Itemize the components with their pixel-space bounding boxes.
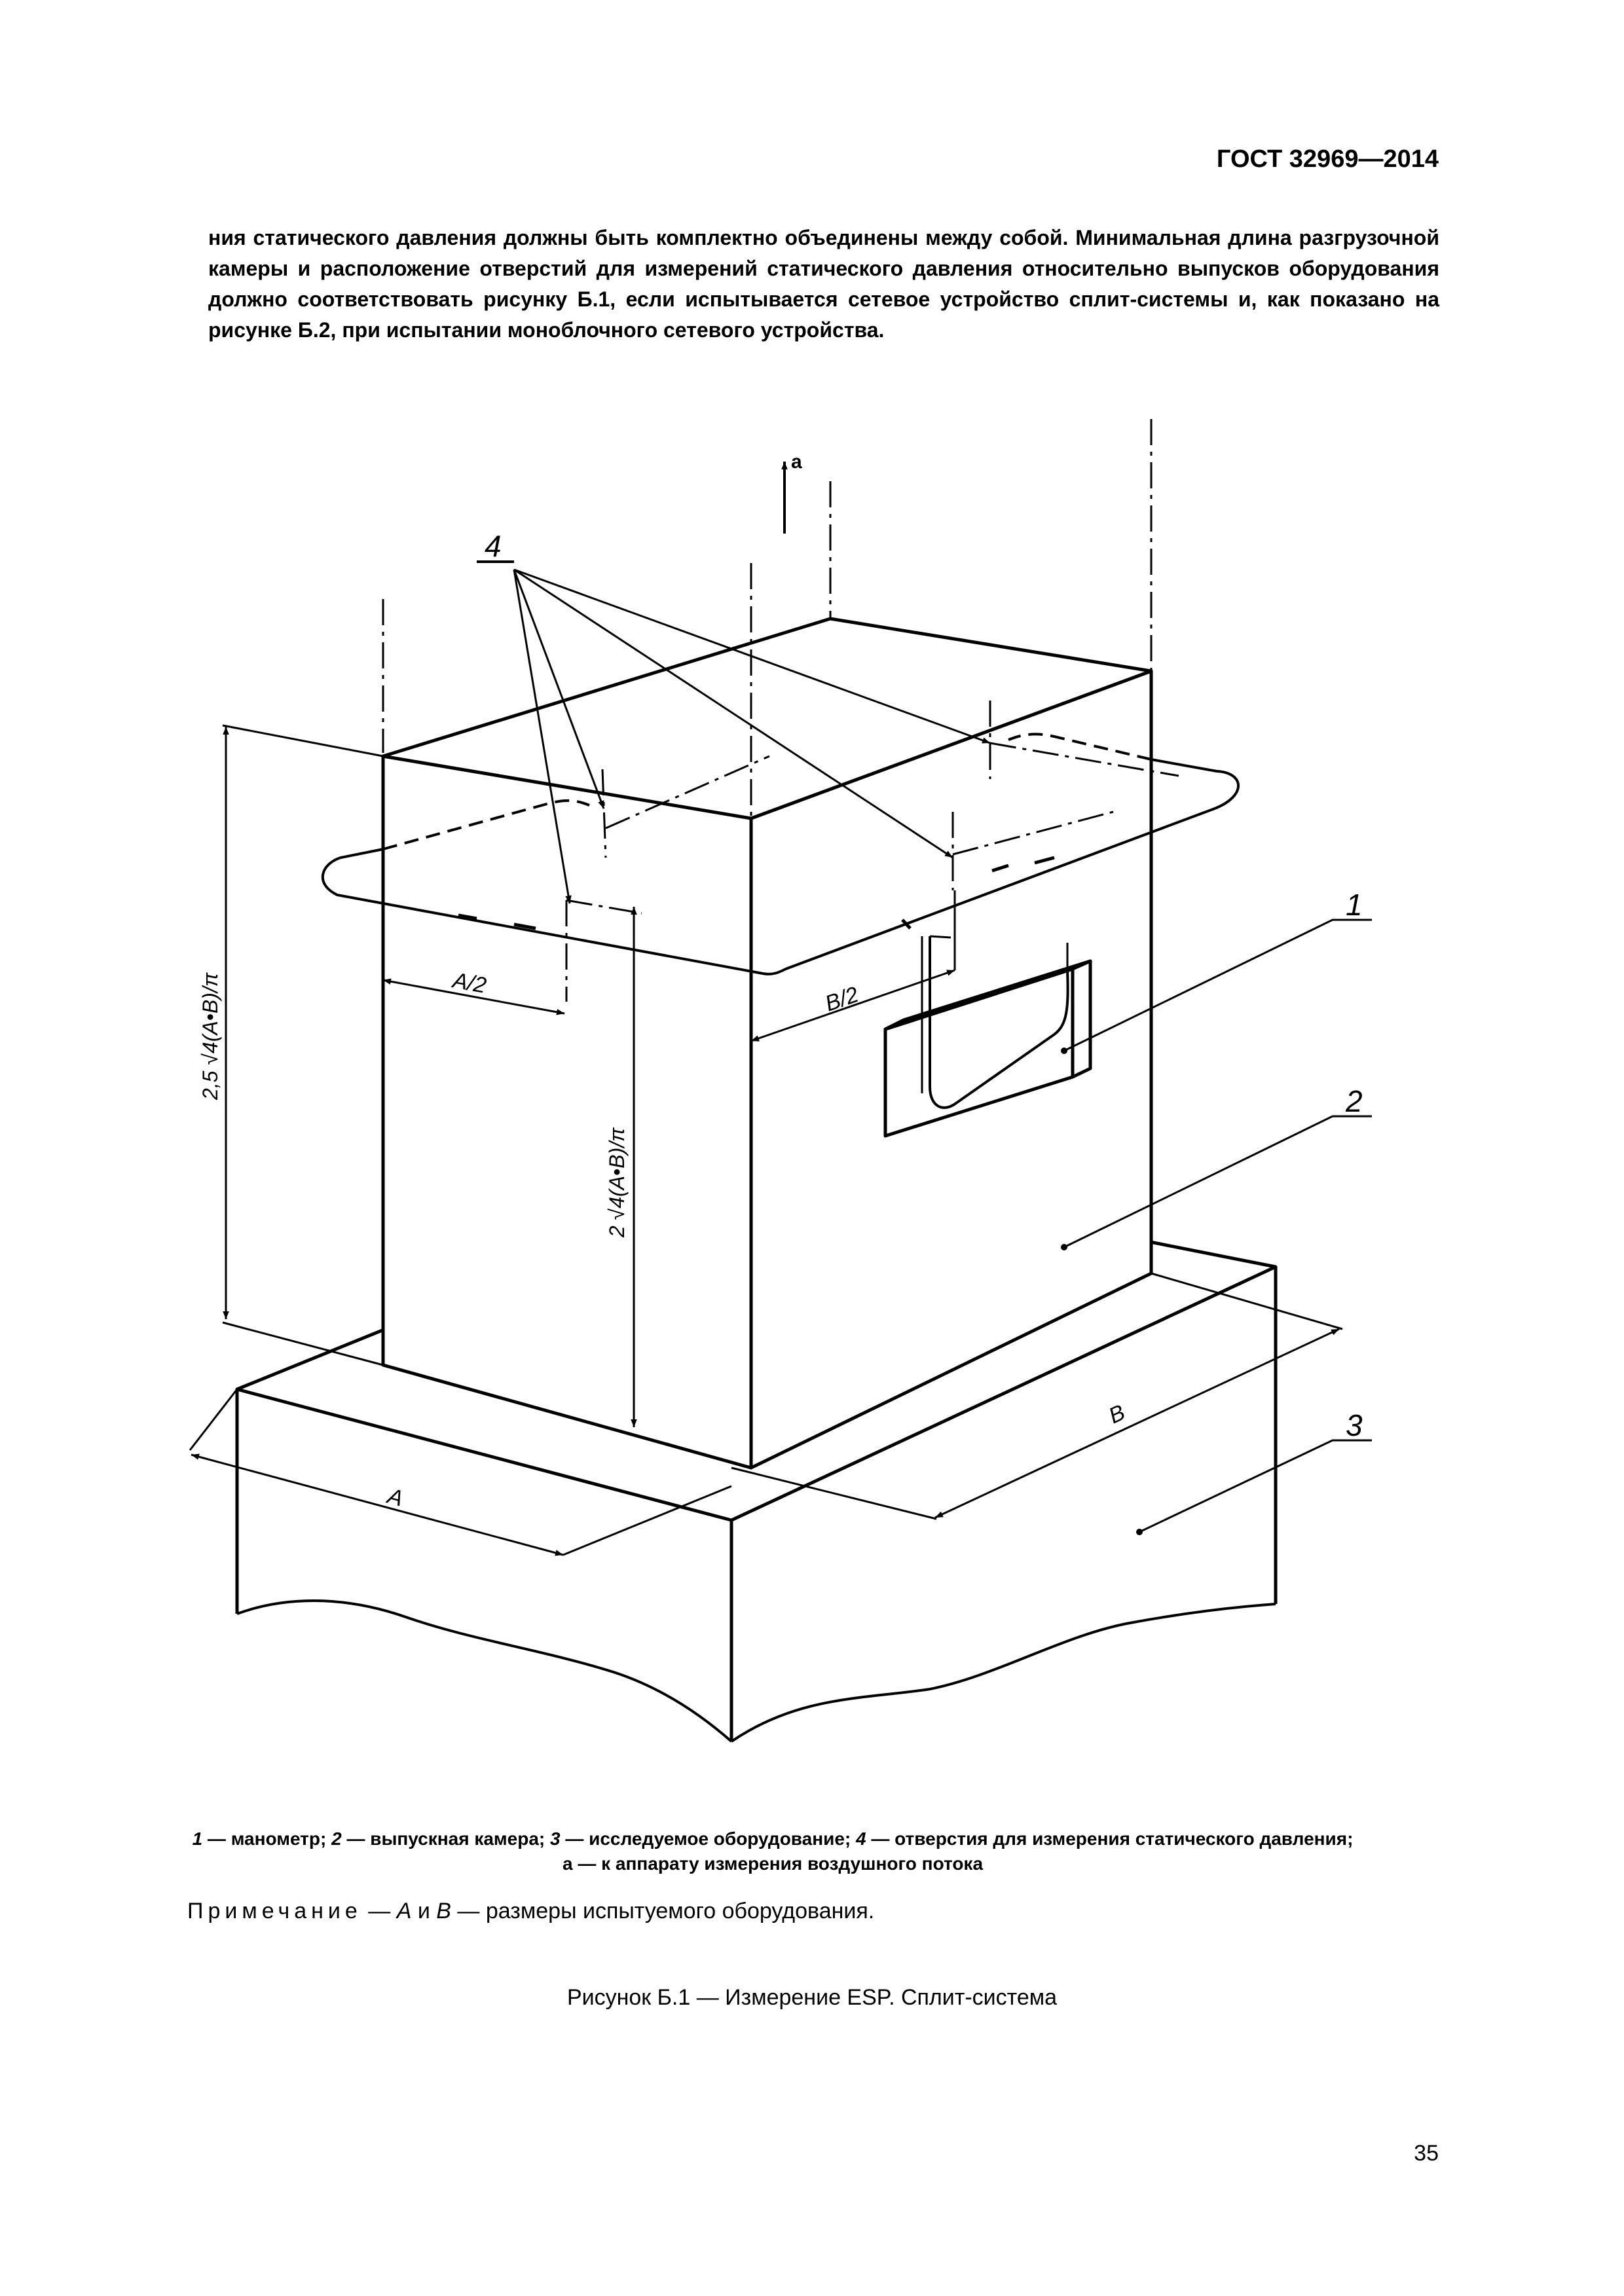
legend-text: — исследуемое оборудование;	[565, 1829, 851, 1849]
legend-line-1: 1 — манометр; 2 — выпускная камера; 3 — …	[105, 1827, 1441, 1851]
figure-b1-diagram: а 4 1 2 3 A/2 B/2 A B 2,5 √4(A•B)/π 2 √4…	[189, 419, 1372, 1743]
legend-text: — манометр;	[207, 1829, 327, 1849]
note-conj: и	[411, 1899, 437, 1923]
figure-note: Примечание — A и B — размеры испытуемого…	[187, 1899, 874, 1924]
intro-paragraph: ния статического давления должны быть ко…	[208, 223, 1439, 346]
note-var-b: B	[436, 1899, 451, 1923]
note-var-a: A	[396, 1899, 412, 1923]
dim-height-outer-label: 2,5 √4(A•B)/π	[198, 972, 222, 1101]
callout-1-label: 1	[1346, 888, 1363, 922]
dim-a-half-label: A/2	[450, 968, 489, 998]
callout-3-label: 3	[1346, 1408, 1363, 1442]
note-dash: —	[361, 1899, 397, 1923]
page-number: 35	[1414, 2141, 1439, 2166]
dim-a-label: A	[384, 1484, 406, 1512]
intro-line: рисунке Б.2, при испытании моноблочного …	[208, 318, 885, 342]
callout-4-label: 4	[485, 529, 502, 563]
legend-num: 4	[856, 1829, 866, 1849]
standard-header: ГОСТ 32969—2014	[1216, 145, 1439, 173]
callout-dots	[1061, 1048, 1143, 1535]
callout-2-label: 2	[1345, 1084, 1363, 1118]
note-text: — размеры испытуемого оборудования.	[451, 1899, 875, 1923]
intro-line: камеры и расположение отверстий для изме…	[208, 257, 1439, 280]
dim-height-inner-label: 2 √4(A•B)/π	[605, 1127, 629, 1238]
figure-caption: Рисунок Б.1 — Измерение ESP. Сплит-систе…	[566, 1985, 1058, 2010]
callout-4-leaders	[477, 560, 991, 904]
legend-line-2: а — к аппарату измерения воздушного пото…	[562, 1853, 984, 1874]
dim-b-label: B	[1105, 1400, 1129, 1429]
intro-line: ния статического давления должны быть ко…	[208, 226, 1439, 249]
centerlines	[382, 419, 1179, 1002]
legend-num: 2	[331, 1829, 342, 1849]
intro-line: должно соответствовать рисунку Б.1, если…	[208, 287, 1439, 311]
arrow-a-label: а	[791, 451, 802, 473]
legend-text: — отверстия для измерения статического д…	[871, 1829, 1354, 1849]
legend-num: 1	[192, 1829, 203, 1849]
note-label: Примечание	[187, 1899, 362, 1923]
legend-text: — выпускная камера;	[346, 1829, 545, 1849]
dimension-lines	[189, 724, 1343, 1556]
legend-num: 3	[550, 1829, 561, 1849]
pressure-taps	[458, 856, 1055, 930]
figure-legend: 1 — манометр; 2 — выпускная камера; 3 — …	[105, 1827, 1441, 1876]
